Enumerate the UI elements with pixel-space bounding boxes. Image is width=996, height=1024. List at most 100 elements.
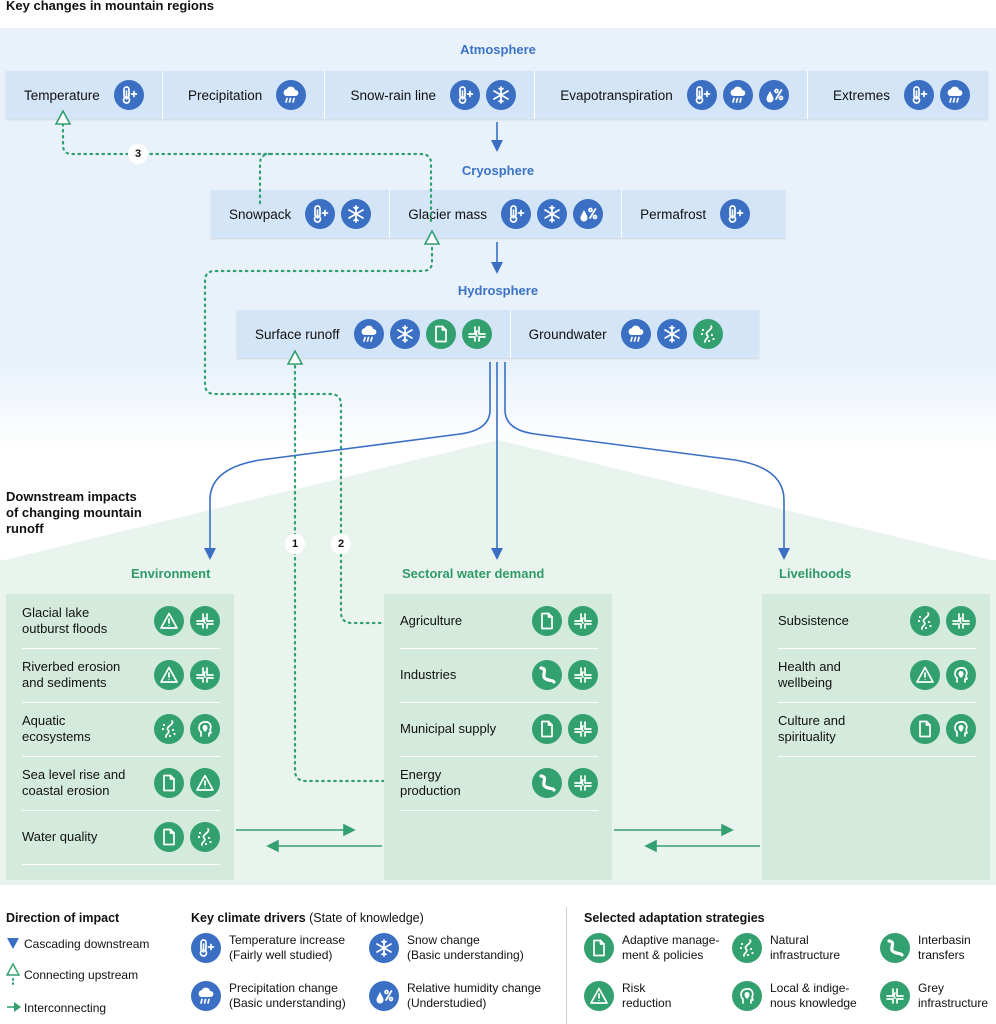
panel-row-label: Industries (400, 667, 457, 682)
legend-divider (566, 907, 567, 1024)
precipitation-icon (620, 319, 651, 349)
natural-infrastructure-icon (190, 822, 220, 852)
legend-item: Temperature increase (Fairly well studie… (191, 933, 345, 963)
legend-item-label: Precipitation change (Basic understandin… (229, 981, 346, 1010)
grey-infrastructure-icon (880, 981, 910, 1011)
grey-infrastructure-icon (568, 714, 598, 744)
risk-icon (584, 981, 614, 1011)
livelihoods-title: Livelihoods (779, 566, 852, 581)
legend-item: Precipitation change (Basic understandin… (191, 981, 346, 1011)
local-knowledge-icon (732, 981, 762, 1011)
precipitation-icon (353, 319, 384, 349)
legend-upstream: Connecting upstream (24, 968, 139, 982)
grey-infrastructure-icon (190, 660, 220, 690)
band-item: Permafrost (622, 190, 768, 238)
legend-cascading: Cascading downstream (24, 937, 150, 951)
legend-item-label: Snow change (Basic understanding) (407, 933, 524, 962)
legend-item: Relative humidity change (Understudied) (369, 981, 541, 1011)
legend-item: Snow change (Basic understanding) (369, 933, 524, 963)
cryosphere-title: Cryosphere (461, 163, 535, 178)
legend-interconnecting: Interconnecting (24, 1001, 107, 1015)
natural-infrastructure-icon (732, 933, 762, 963)
legend-item-label: Interbasin transfers (918, 933, 971, 962)
band-item: Precipitation (170, 71, 326, 119)
legend-item-label: Grey infrastructure (918, 981, 989, 1010)
panel-row-label: Riverbed erosion and sediments (22, 659, 121, 690)
snow-icon (341, 199, 372, 229)
panel-row: Agriculture (400, 594, 598, 649)
legend-item-label: Temperature increase (Fairly well studie… (229, 933, 346, 962)
panel-row: Energy production (400, 756, 598, 811)
legend-item-label: Local & indige- nous knowledge (770, 981, 857, 1010)
panel-row: Municipal supply (400, 702, 598, 757)
band-item: Groundwater (511, 310, 741, 358)
panel-row-icons (532, 768, 598, 798)
interbasin-icon (532, 660, 562, 690)
temperature-icon (450, 80, 481, 110)
panel-row-label: Subsistence (778, 613, 849, 628)
snow-icon (486, 80, 517, 110)
panel-row: Sea level rise and coastal erosion (22, 756, 220, 811)
legend-item-label: Natural infrastructure (770, 933, 841, 962)
local-knowledge-icon (946, 660, 976, 690)
band-item-label: Glacier mass (408, 206, 488, 222)
page-title: Key changes in mountain regions (6, 0, 215, 13)
legend: Direction of impact Cascading downstream… (0, 895, 996, 1024)
snow-icon (537, 199, 568, 229)
panel-row-label: Sea level rise and coastal erosion (22, 767, 126, 798)
legend-item-label: Risk reduction (622, 981, 672, 1010)
document-icon (154, 822, 184, 852)
upstream-triangle-icon (6, 962, 21, 976)
temperature-icon (191, 933, 221, 963)
risk-icon (190, 768, 220, 798)
precipitation-icon (276, 80, 307, 110)
panel-row-icons (154, 822, 220, 852)
precipitation-icon (722, 80, 753, 110)
panel-row-icons (532, 660, 598, 690)
temperature-icon (686, 80, 717, 110)
legend-drivers-subtitle: (State of knowledge) (305, 911, 424, 925)
panel-row-icons (910, 660, 976, 690)
document-icon (425, 319, 456, 349)
risk-icon (154, 606, 184, 636)
panel-row: Water quality (22, 810, 220, 865)
precipitation-icon (939, 80, 970, 110)
temperature-icon (720, 199, 751, 229)
hydrosphere-title: Hydrosphere (457, 283, 539, 298)
grey-infrastructure-icon (190, 606, 220, 636)
panel-row-label: Glacial lake outburst floods (22, 605, 108, 636)
panel-row-icons (910, 714, 976, 744)
local-knowledge-icon (190, 714, 220, 744)
document-icon (154, 768, 184, 798)
legend-item: Risk reduction (584, 981, 671, 1011)
band-item-label: Precipitation (187, 87, 263, 103)
legend-adaptation: Adaptive manage- ment & policies Natural … (584, 933, 996, 1023)
humidity-icon (573, 199, 604, 229)
interbasin-icon (880, 933, 910, 963)
panel-row-label: Health and wellbeing (778, 659, 841, 690)
snow-icon (656, 319, 687, 349)
legend-direction-symbols (6, 938, 21, 1012)
panel-row-icons (532, 606, 598, 636)
document-icon (910, 714, 940, 744)
band-item: Temperature (6, 71, 163, 119)
panel-row-label: Energy production (400, 767, 461, 798)
legend-drivers-heading: Key climate drivers (State of knowledge) (191, 911, 424, 925)
local-knowledge-icon (946, 714, 976, 744)
panel-row: Riverbed erosion and sediments (22, 648, 220, 703)
legend-adaptation-title: Selected adaptation strategies (584, 911, 765, 925)
panel-row-icons (154, 660, 220, 690)
panel-row-label: Municipal supply (400, 721, 497, 736)
legend-item-label: Adaptive manage- ment & policies (622, 933, 720, 962)
band-item-label: Snow-rain line (350, 87, 437, 103)
grey-infrastructure-icon (568, 768, 598, 798)
legend-item: Adaptive manage- ment & policies (584, 933, 719, 963)
band-item-label: Groundwater (528, 326, 607, 342)
risk-icon (910, 660, 940, 690)
band-item: Snow-rain line (332, 71, 536, 119)
band-item: Extremes (815, 71, 988, 119)
